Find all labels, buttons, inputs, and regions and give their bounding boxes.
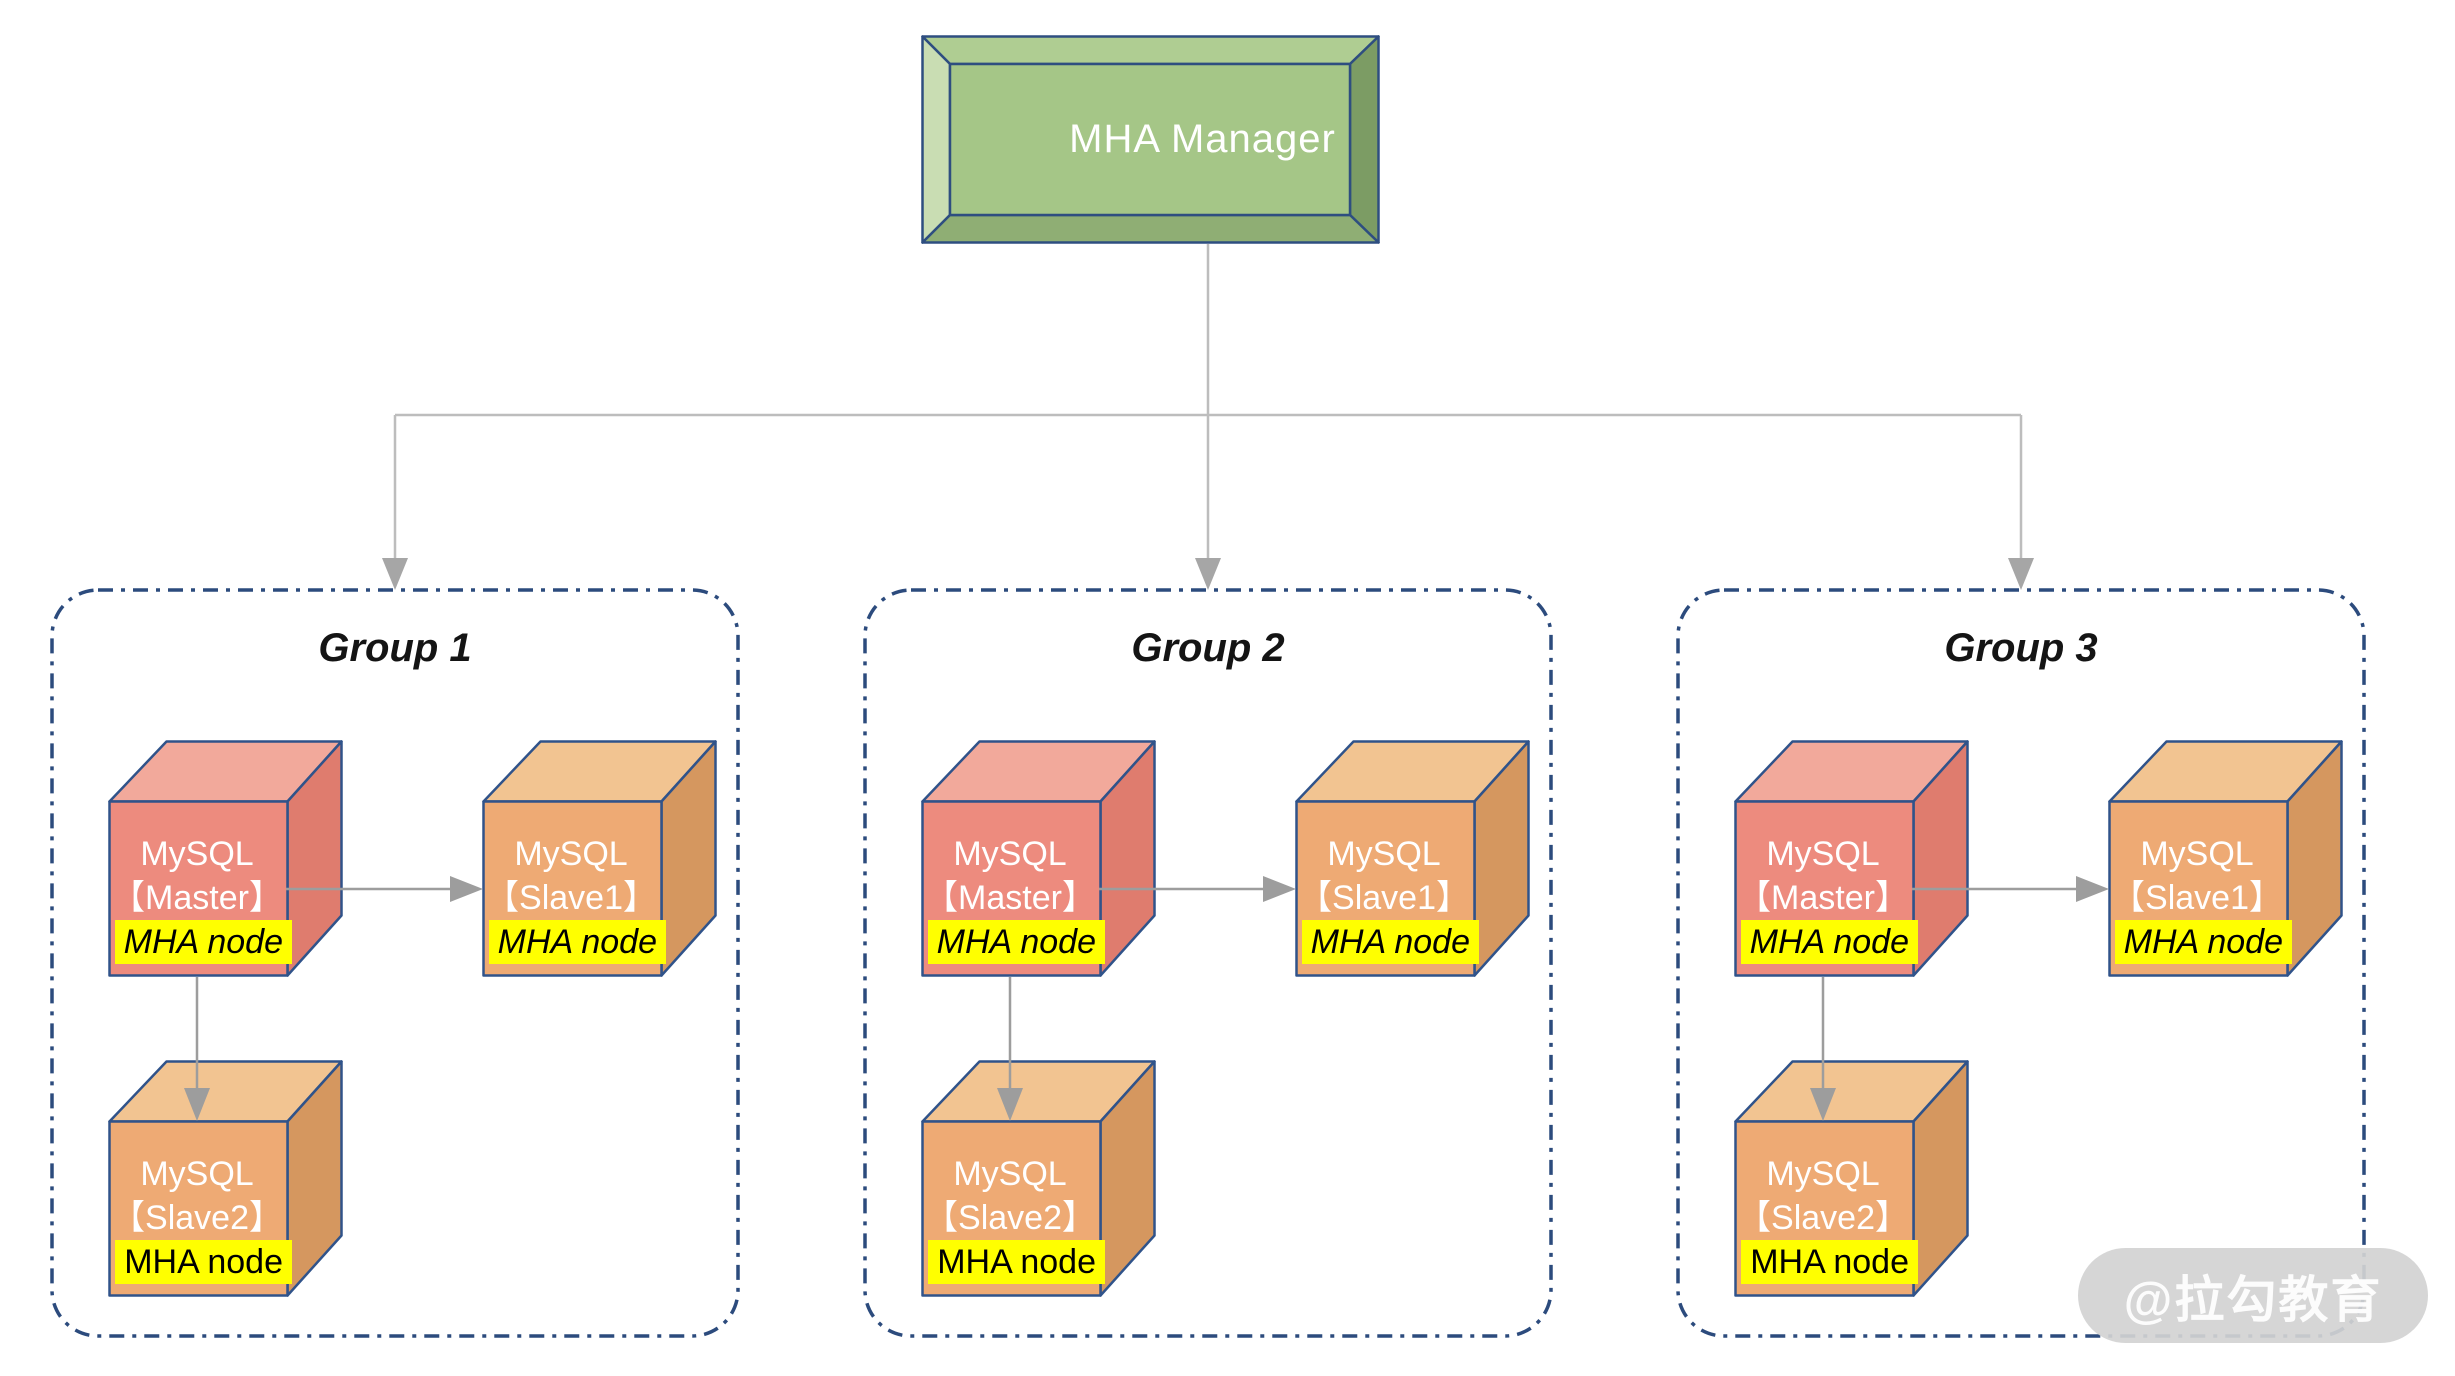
arrowhead-down-icon xyxy=(997,1088,1023,1121)
node-role: 【Master】 xyxy=(1737,879,1909,917)
group-1-dashed-border xyxy=(50,588,740,1338)
group-2-slave2-node: MySQL 【Slave2】 MHA node xyxy=(921,1060,1156,1297)
group-3-replication-arrows xyxy=(1810,876,2109,1121)
group-3: Group 3 MySQL 【Master】 MHA node MySQL 【S… xyxy=(1676,588,2366,1338)
mha-node-badge: MHA node xyxy=(927,920,1105,964)
group-1-title: Group 1 xyxy=(318,626,472,670)
mha-node-badge: MHA node xyxy=(488,920,666,964)
arrowhead-right-icon xyxy=(450,876,483,902)
manager-bevel-frame xyxy=(921,35,1380,244)
manager-face xyxy=(948,62,1352,217)
mha-node-badge: MHA node xyxy=(114,920,292,964)
arrowhead-down-group1-icon xyxy=(382,558,408,590)
manager-title: MHA Manager xyxy=(1069,117,1336,161)
node-product: MySQL xyxy=(140,835,254,873)
watermark-badge: @拉勾教育 xyxy=(2078,1248,2428,1343)
mha-node-badge: MHA node xyxy=(115,1240,292,1284)
group-2: Group 2 MySQL 【Master】 MHA node MySQL 【S… xyxy=(863,588,1553,1338)
node-label: MySQL 【Slave2】 xyxy=(108,1152,286,1240)
node-product: MySQL xyxy=(1327,835,1441,873)
node-label: MySQL 【Slave2】 xyxy=(1734,1152,1912,1240)
group-3-title: Group 3 xyxy=(1944,626,2098,670)
node-role: 【Master】 xyxy=(924,879,1096,917)
mha-node-badge: MHA node xyxy=(2114,920,2292,964)
group-3-dashed-border xyxy=(1676,588,2366,1338)
node-product: MySQL xyxy=(1766,835,1880,873)
arrowhead-down-icon xyxy=(1810,1088,1836,1121)
mha-node-badge: MHA node xyxy=(1740,920,1918,964)
group-3-slave2-node: MySQL 【Slave2】 MHA node xyxy=(1734,1060,1969,1297)
arrowhead-down-icon xyxy=(184,1088,210,1121)
arrowhead-down-group2-icon xyxy=(1195,558,1221,590)
group-2-replication-arrows xyxy=(997,876,1296,1121)
mha-node-badge: MHA node xyxy=(928,1240,1105,1284)
node-product: MySQL xyxy=(2140,835,2254,873)
group-2-dashed-border xyxy=(863,588,1553,1338)
node-role: 【Slave1】 xyxy=(2111,879,2283,917)
arrowhead-down-group3-icon xyxy=(2008,558,2034,590)
group-1: Group 1 MySQL 【Master】 MHA node MySQL 【S… xyxy=(50,588,740,1338)
node-product: MySQL xyxy=(140,1155,254,1193)
node-role: 【Master】 xyxy=(111,879,283,917)
node-label: MySQL 【Master】 xyxy=(108,832,286,920)
mha-manager-box: MHA Manager xyxy=(921,35,1380,244)
node-role: 【Slave1】 xyxy=(485,879,657,917)
node-label: MySQL 【Slave1】 xyxy=(1295,832,1473,920)
group-1-master-node: MySQL 【Master】 MHA node xyxy=(108,740,343,977)
group-2-master-node: MySQL 【Master】 MHA node xyxy=(921,740,1156,977)
arrowhead-right-icon xyxy=(1263,876,1296,902)
mha-node-badge: MHA node xyxy=(1741,1240,1918,1284)
node-label: MySQL 【Master】 xyxy=(921,832,1099,920)
group-1-slave1-node: MySQL 【Slave1】 MHA node xyxy=(482,740,717,977)
node-label: MySQL 【Master】 xyxy=(1734,832,1912,920)
node-product: MySQL xyxy=(953,1155,1067,1193)
node-role: 【Slave2】 xyxy=(111,1199,283,1237)
node-product: MySQL xyxy=(1766,1155,1880,1193)
node-product: MySQL xyxy=(514,835,628,873)
node-role: 【Slave1】 xyxy=(1298,879,1470,917)
group-2-title: Group 2 xyxy=(1131,626,1285,670)
group-1-slave2-node: MySQL 【Slave2】 MHA node xyxy=(108,1060,343,1297)
group-2-slave1-node: MySQL 【Slave1】 MHA node xyxy=(1295,740,1530,977)
node-label: MySQL 【Slave1】 xyxy=(2108,832,2286,920)
arrowhead-right-icon xyxy=(2076,876,2109,902)
node-product: MySQL xyxy=(953,835,1067,873)
node-role: 【Slave2】 xyxy=(1737,1199,1909,1237)
group-3-slave1-node: MySQL 【Slave1】 MHA node xyxy=(2108,740,2343,977)
node-label: MySQL 【Slave1】 xyxy=(482,832,660,920)
group-1-replication-arrows xyxy=(184,876,483,1121)
mha-node-badge: MHA node xyxy=(1301,920,1479,964)
node-role: 【Slave2】 xyxy=(924,1199,1096,1237)
node-label: MySQL 【Slave2】 xyxy=(921,1152,1099,1240)
